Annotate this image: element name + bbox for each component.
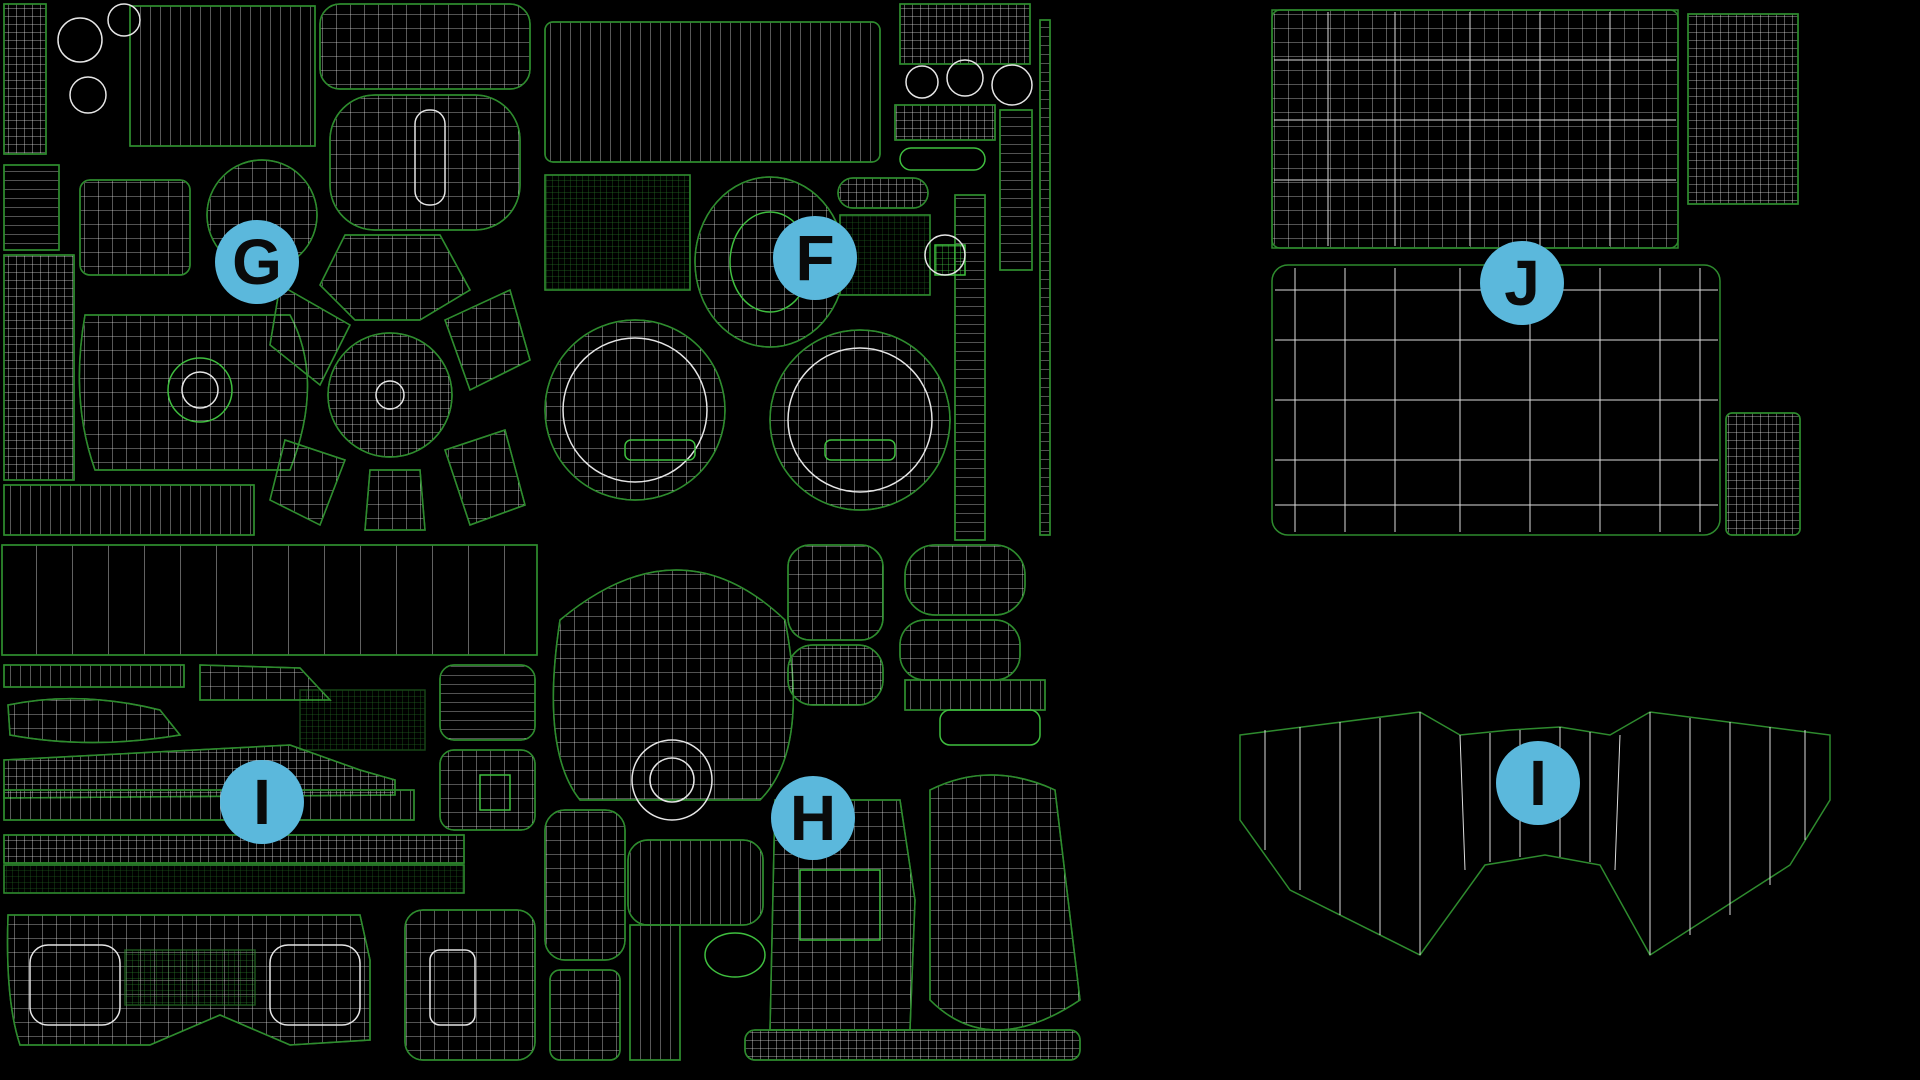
- marker-i-left: I: [220, 760, 304, 844]
- marker-i-left-label: I: [253, 766, 271, 838]
- uv-atlas-left: [1, 3, 1081, 1061]
- marker-h-label: H: [790, 782, 836, 854]
- island-group-f: [544, 3, 1051, 541]
- island-group-g: [3, 3, 531, 536]
- marker-j: J: [1480, 241, 1564, 325]
- island-group-h: [544, 544, 1081, 1061]
- marker-j-label: J: [1504, 247, 1540, 319]
- marker-i-right: I: [1496, 741, 1580, 825]
- island-group-i: [1, 544, 538, 1061]
- marker-i-right-label: I: [1529, 747, 1547, 819]
- marker-f: F: [773, 216, 857, 300]
- marker-f-label: F: [795, 222, 834, 294]
- marker-g-label: G: [232, 226, 282, 298]
- marker-h: H: [771, 776, 855, 860]
- island-group-j: [1271, 9, 1801, 536]
- marker-g: G: [215, 220, 299, 304]
- uv-atlas-right: [1239, 9, 1831, 957]
